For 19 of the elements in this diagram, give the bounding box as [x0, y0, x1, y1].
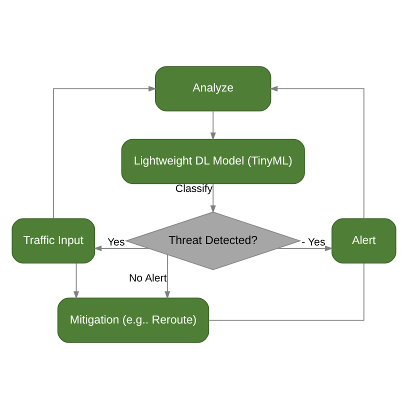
edge-label: - Yes	[302, 236, 326, 248]
arrow	[270, 85, 364, 218]
arrow	[277, 245, 334, 251]
edge-label: Classify	[175, 182, 213, 194]
edge-label: No Alert	[129, 272, 167, 284]
node-box: Analyze	[154, 66, 272, 111]
node-box: Alert	[332, 218, 396, 263]
arrow	[164, 254, 170, 299]
edge-label: Yes	[107, 236, 125, 248]
arrow	[73, 262, 80, 299]
node-diamond: Threat Detected?	[124, 211, 302, 270]
node-box: Mitigation (e.g.. Reroute)	[57, 297, 210, 342]
connector	[208, 262, 364, 320]
arrow	[210, 110, 216, 140]
arrow	[94, 245, 150, 251]
node-box: Lightweight DL Model (TinyML)	[121, 138, 305, 184]
arrow	[52, 85, 157, 218]
node-box: Traffic Input	[12, 218, 96, 263]
arrow	[210, 183, 216, 213]
